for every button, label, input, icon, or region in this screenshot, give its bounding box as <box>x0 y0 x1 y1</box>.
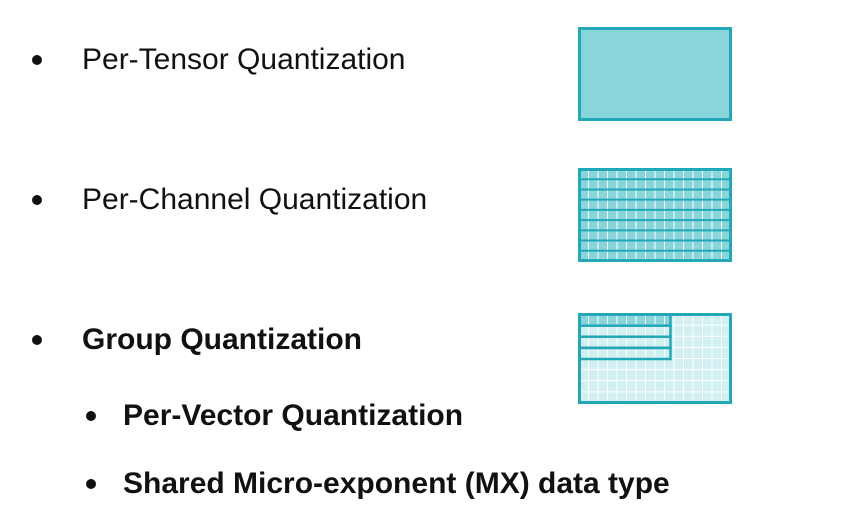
bullet-icon <box>32 195 42 205</box>
channel-border <box>578 168 732 262</box>
group-border <box>578 313 732 404</box>
channel-column-grid <box>588 169 722 261</box>
list-item-per-vector: Per-Vector Quantization <box>86 398 463 434</box>
bullet-icon <box>86 411 96 421</box>
list-item-group: Group Quantization <box>32 322 362 358</box>
per-tensor-label: Per-Tensor Quantization <box>82 43 406 76</box>
per-vector-label: Per-Vector Quantization <box>123 399 464 432</box>
bullet-icon <box>86 479 96 489</box>
list-item-per-tensor: Per-Tensor Quantization <box>32 42 406 78</box>
tensor-block <box>578 27 732 121</box>
bullet-icon <box>32 55 42 65</box>
mx-label: Shared Micro-exponent (MX) data type <box>123 467 670 500</box>
channel-row-dividers <box>579 178 731 252</box>
group-highlight <box>579 314 670 324</box>
group-label: Group Quantization <box>82 323 362 356</box>
group-diagram <box>578 313 732 404</box>
bullet-icon <box>32 335 42 345</box>
per-channel-diagram <box>578 168 732 262</box>
per-channel-label: Per-Channel Quantization <box>82 183 428 216</box>
per-tensor-diagram <box>578 27 732 121</box>
list-item-per-channel: Per-Channel Quantization <box>32 182 427 218</box>
list-item-mx: Shared Micro-exponent (MX) data type <box>86 466 670 502</box>
